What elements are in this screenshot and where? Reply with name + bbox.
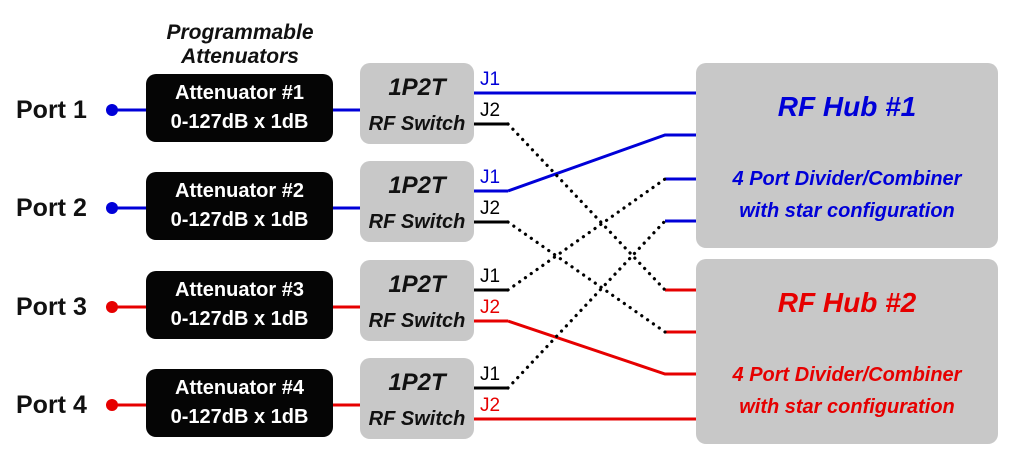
port-4-label: Port 4	[16, 391, 87, 419]
rf-switch-4-label: RF Switch	[368, 408, 466, 430]
attenuator-1: Attenuator #1 0-127dB x 1dB	[146, 74, 333, 142]
attenuator-1-range: 0-127dB x 1dB	[170, 111, 309, 133]
rf-switch-3: 1P2T RF Switch	[360, 260, 474, 341]
attenuator-4-name: Attenuator #4	[175, 377, 304, 399]
attenuator-2: Attenuator #2 0-127dB x 1dB	[146, 172, 333, 240]
attenuator-1-name: Attenuator #1	[175, 82, 304, 104]
rf-hub-2-line-1: 4 Port Divider/Combiner	[732, 364, 962, 386]
port-2-connector-dot	[106, 202, 118, 214]
switch-2-j1-to-hub-1-line	[507, 133, 697, 193]
rf-hub-1: RF Hub #1 4 Port Divider/Combiner with s…	[696, 63, 998, 248]
switch-1-j2-to-hub-2-dotted	[506, 122, 667, 292]
switch-1-j1-label: J1	[480, 69, 501, 90]
rf-switch-4-type: 1P2T	[388, 369, 446, 396]
rf-switch-2: 1P2T RF Switch	[360, 161, 474, 242]
port-2-label: Port 2	[16, 194, 87, 222]
switch-2-j2-to-hub-2-dotted	[506, 220, 667, 334]
attenuator-2-name: Attenuator #2	[175, 180, 304, 202]
switch-1-j2-label: J2	[480, 100, 501, 121]
rf-switch-2-type: 1P2T	[388, 172, 446, 199]
attenuators-title-line-2: Attenuators	[181, 45, 299, 68]
rf-hub-2-title: RF Hub #2	[777, 287, 917, 318]
rf-switch-3-label: RF Switch	[368, 310, 466, 332]
switch-3-j2-label: J2	[480, 297, 501, 318]
rf-hub-1-line-1: 4 Port Divider/Combiner	[732, 168, 962, 190]
rf-switch-1-type: 1P2T	[388, 74, 446, 101]
rf-switch-2-label: RF Switch	[368, 211, 466, 233]
rf-switch-4: 1P2T RF Switch	[360, 358, 474, 439]
attenuator-4-range: 0-127dB x 1dB	[170, 406, 309, 428]
switch-4-j1-label: J1	[480, 364, 501, 385]
rf-hub-2-line-2: with star configuration	[739, 396, 955, 418]
port-3-connector-dot	[106, 301, 118, 313]
switch-3-j1-label: J1	[480, 266, 501, 287]
switch-2-j1-label: J1	[480, 167, 501, 188]
attenuator-2-range: 0-127dB x 1dB	[170, 209, 309, 231]
rf-hub-1-line-2: with star configuration	[739, 200, 955, 222]
attenuator-4: Attenuator #4 0-127dB x 1dB	[146, 369, 333, 437]
port-3-label: Port 3	[16, 293, 87, 321]
attenuator-3-range: 0-127dB x 1dB	[170, 308, 309, 330]
switch-3-j2-to-hub-2-line	[507, 319, 697, 376]
rf-hub-2: RF Hub #2 4 Port Divider/Combiner with s…	[696, 259, 998, 444]
switch-4-j2-label: J2	[480, 395, 501, 416]
port-1-label: Port 1	[16, 96, 87, 124]
switch-2-j2-label: J2	[480, 198, 501, 219]
switch-4-j1-to-hub-1-dotted	[506, 219, 667, 390]
attenuators-title-line-1: Programmable	[166, 21, 314, 44]
attenuator-3: Attenuator #3 0-127dB x 1dB	[146, 271, 333, 339]
rf-switch-1: 1P2T RF Switch	[360, 63, 474, 144]
rf-hub-1-title: RF Hub #1	[777, 91, 917, 122]
attenuator-3-name: Attenuator #3	[175, 279, 304, 301]
rf-switch-1-label: RF Switch	[368, 113, 466, 135]
switch-3-j1-to-hub-1-dotted	[506, 177, 667, 292]
port-4-connector-dot	[106, 399, 118, 411]
rf-switch-3-type: 1P2T	[388, 271, 446, 298]
port-1-connector-dot	[106, 104, 118, 116]
